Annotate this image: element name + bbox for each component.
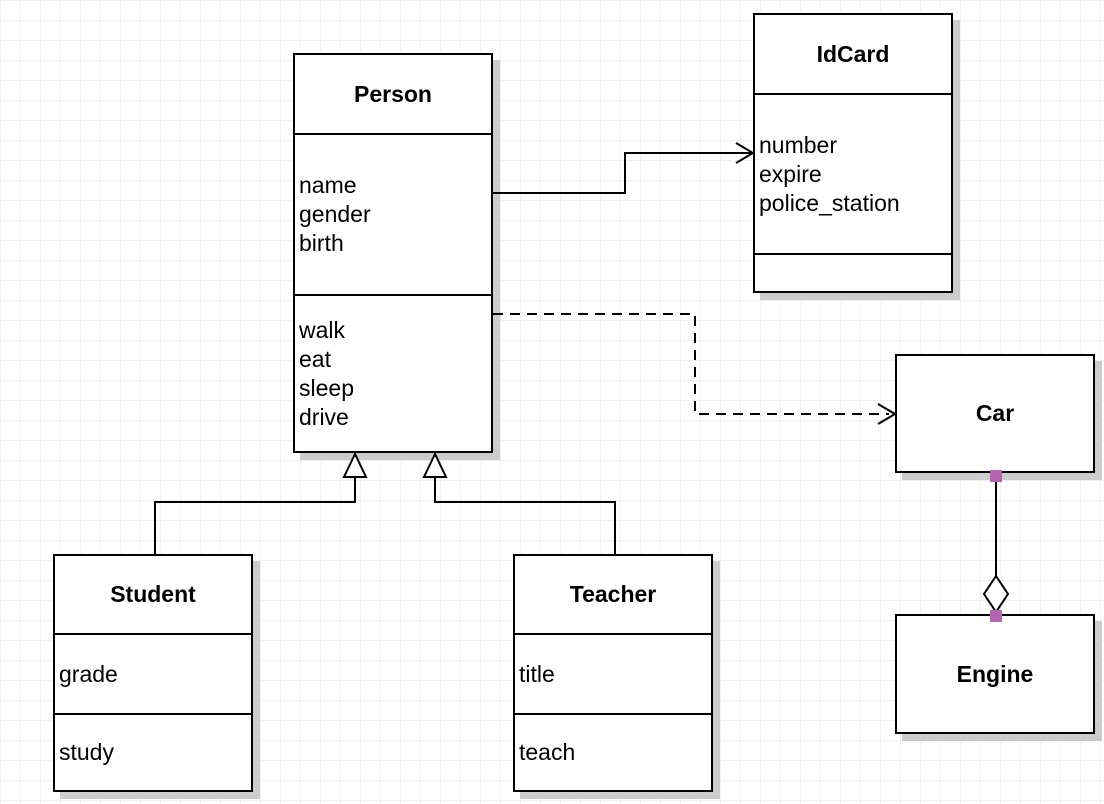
attribute: gender xyxy=(299,201,371,227)
open-arrowhead-icon xyxy=(877,403,897,425)
method: walk xyxy=(299,316,346,343)
open-arrowhead-icon xyxy=(735,142,755,164)
attribute: name xyxy=(299,172,357,198)
hollow-diamond-icon xyxy=(982,574,1010,614)
class-idcard-attributes: number expire police_station xyxy=(755,93,951,253)
attribute: expire xyxy=(759,160,822,187)
class-person-attributes: name gender birth xyxy=(295,133,491,294)
method: sleep xyxy=(299,374,354,401)
class-person-methods: walk eat sleep drive xyxy=(295,294,491,451)
class-student-title: Student xyxy=(110,581,196,607)
dependency-person-car-edge[interactable] xyxy=(493,313,897,425)
hollow-triangle-icon xyxy=(422,451,448,478)
attribute: birth xyxy=(299,230,344,256)
attribute: number xyxy=(759,131,837,158)
class-car[interactable]: Car xyxy=(895,354,1095,473)
class-teacher-attributes: title xyxy=(515,633,711,713)
association-person-idcard-edge[interactable] xyxy=(493,142,755,194)
attribute: title xyxy=(519,660,555,687)
class-engine-title: Engine xyxy=(956,660,1034,687)
class-idcard-title: IdCard xyxy=(816,40,890,67)
method: study xyxy=(59,739,114,765)
class-car-title: Car xyxy=(975,400,1015,426)
class-student[interactable]: Student grade study xyxy=(53,554,253,792)
generalization-teacher-person-edge[interactable] xyxy=(422,451,616,554)
class-student-methods: study xyxy=(55,713,251,790)
class-teacher-methods: teach xyxy=(515,713,711,790)
class-person-title: Person xyxy=(354,80,432,107)
class-engine[interactable]: Engine xyxy=(895,614,1095,734)
aggregation-car-engine-edge[interactable] xyxy=(982,470,1010,622)
attribute: police_station xyxy=(759,189,900,216)
attribute: grade xyxy=(59,660,118,687)
generalization-student-person-edge[interactable] xyxy=(154,451,368,554)
method: eat xyxy=(299,345,331,372)
class-teacher[interactable]: Teacher title teach xyxy=(513,554,713,792)
class-idcard-methods xyxy=(755,253,951,291)
class-student-attributes: grade xyxy=(55,633,251,713)
class-teacher-title: Teacher xyxy=(569,581,657,607)
class-person[interactable]: Person name gender birth walk eat sleep … xyxy=(293,53,493,453)
hollow-triangle-icon xyxy=(342,451,368,478)
method: drive xyxy=(299,403,349,430)
class-idcard[interactable]: IdCard number expire police_station xyxy=(753,13,953,293)
method: teach xyxy=(519,739,576,765)
